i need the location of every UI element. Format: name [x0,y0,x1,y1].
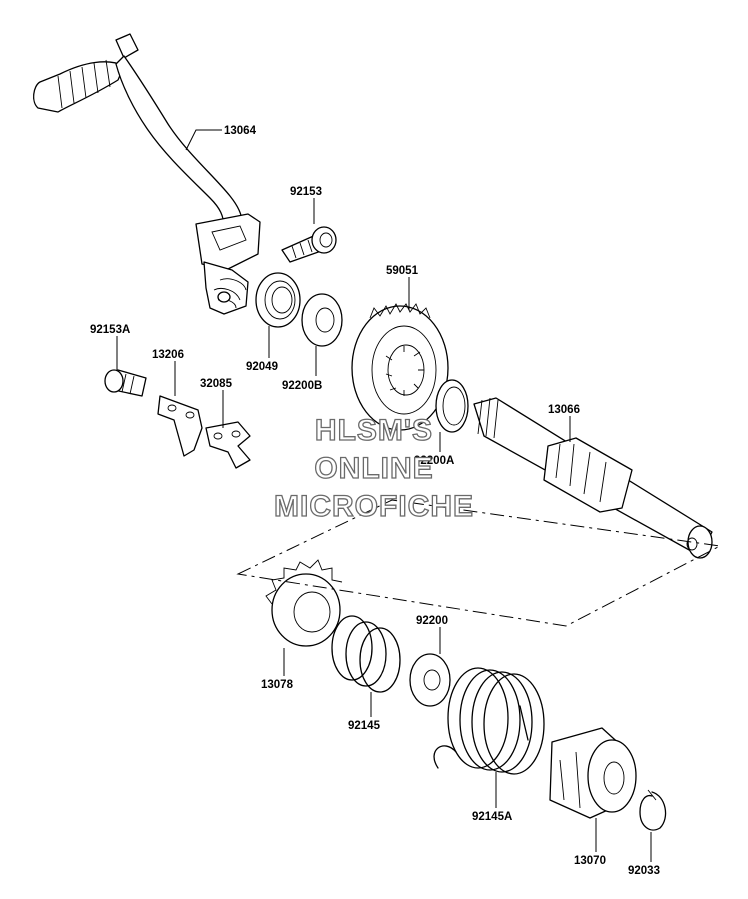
circlip-92033 [639,789,667,831]
oil-seal-92049 [255,272,301,328]
label-92153A: 92153A [90,324,130,336]
kick-shaft-13066 [473,397,713,559]
leader-lines [116,129,652,862]
label-92153: 92153 [290,186,322,198]
label-92145: 92145 [348,720,381,732]
watermark-line-2: ONLINE [314,452,433,485]
label-92200B: 92200B [282,380,322,392]
bolt-92153 [281,226,337,263]
label-92033: 92033 [628,865,660,877]
watermark-line-1: HLSM'S [315,414,433,447]
label-92200: 92200 [416,615,448,627]
label-92049: 92049 [246,361,278,373]
watermark-line-3: MICROFICHE [274,490,474,523]
label-13070: 13070 [574,855,606,867]
kick-gear-59051 [351,303,449,431]
label-13066: 13066 [548,404,580,416]
washer-92200 [409,653,451,707]
label-59051: 59051 [386,265,419,277]
stopper-32085 [205,421,251,469]
spring-92145A [433,667,545,775]
kick-pedal-lever [33,33,261,315]
label-32085: 32085 [200,378,233,390]
label-13064: 13064 [224,125,257,137]
ratchet-13078 [265,559,343,647]
washer-92200B [301,293,343,347]
assembly-outline [236,499,722,627]
label-92200A: 92200A [414,455,454,467]
label-13206: 13206 [152,349,184,361]
plate-13206 [157,395,203,457]
spring-92145 [331,615,401,693]
washer-92200A [435,379,469,433]
label-13078: 13078 [261,679,294,691]
label-92145A: 92145A [472,811,512,823]
bolt-92153A [104,369,147,397]
guide-13070 [549,727,637,819]
